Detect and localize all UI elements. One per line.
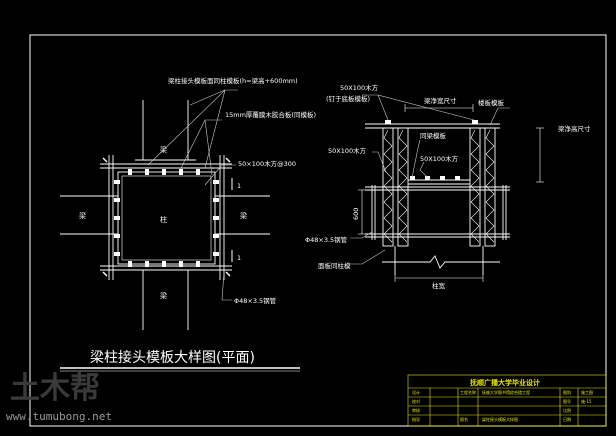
wood-purlins [114, 169, 219, 267]
tb-r3-c5: 比例 [563, 407, 571, 413]
title-block-cells: 设计 工程名称 抚顺大学图书馆综合楼工程 图别 施工图 校对 图号 施-15 审… [412, 389, 593, 422]
watermark-url: www.tumubong.net [6, 410, 112, 423]
tb-r2-c5: 图号 [563, 398, 571, 404]
column-label: 柱 [160, 215, 167, 224]
callout-joint-form: 梁柱接头模板面同柱模板(h=梁高+600mm) [168, 76, 298, 85]
tb-r1-c4: 抚顺大学图书馆综合楼工程 [482, 389, 530, 395]
tb-r1-c6: 施工图 [581, 389, 593, 395]
beam-left-label: 梁 [79, 211, 86, 220]
section-column-width: 柱宽 [432, 281, 446, 290]
section-same-beam-form: 同梁模板 [420, 131, 447, 140]
section-beam-clear-height: 梁净高尺寸 [558, 124, 591, 133]
tb-r1-c5: 图别 [563, 389, 571, 395]
tb-r3-c1: 审核 [412, 407, 420, 413]
tb-r4-c1: 指导 [412, 416, 420, 422]
section-dim-600: 600 [352, 208, 360, 220]
section-floor-form: 楼板模板 [478, 98, 505, 107]
plan-leaders [147, 89, 238, 301]
callout-plywood: 15mm厚覆膜木胶合板(同模板) [225, 110, 316, 119]
section-steel-pipe: Φ48×3.5钢管 [305, 235, 348, 244]
drawing-frame [29, 34, 607, 427]
tb-r2-c1: 校对 [412, 398, 420, 404]
section-wood-top-note: (钉于底板模板) [326, 94, 370, 103]
tb-r4-c5: 日期 [563, 416, 571, 422]
callout-wood-purlin: 50×100木方@300 [238, 159, 296, 168]
title-block-header: 抚顺广播大学毕业设计 [470, 378, 540, 387]
callout-steel-pipe: Φ48×3.5钢管 [234, 296, 277, 305]
title-block [407, 374, 607, 427]
tb-r1-c1: 设计 [412, 389, 420, 395]
tb-r4-c4: 梁柱接头模板大样图 [482, 416, 518, 422]
plywood-hatch [383, 129, 495, 243]
section-side-form: 面板同柱模 [318, 261, 351, 270]
section-wood-mid: 50X100木方 [420, 154, 459, 163]
section-beam-clear-width: 梁净宽尺寸 [424, 96, 457, 105]
section-mark-top: 1 [237, 182, 241, 190]
section-purlins [385, 120, 478, 180]
section-leaders [350, 94, 510, 265]
section-mark-bottom: 1 [237, 254, 241, 262]
section-wood-left: 50X100木方 [328, 146, 367, 155]
tb-r1-c3: 工程名称 [460, 389, 476, 395]
pipe-clamps [102, 157, 231, 277]
beam-right-label: 梁 [240, 211, 247, 220]
tb-r2-c6: 施-15 [581, 398, 592, 404]
beam-bottom-label: 梁 [160, 291, 167, 300]
tb-r4-c3: 图名 [460, 416, 468, 422]
drawing-title: 梁柱接头模板大样图(平面) [90, 349, 255, 366]
watermark-logo: 土木帮 [10, 371, 100, 406]
section-wood-top: 50X100木方 [340, 83, 379, 92]
section-dimensions [358, 104, 544, 282]
